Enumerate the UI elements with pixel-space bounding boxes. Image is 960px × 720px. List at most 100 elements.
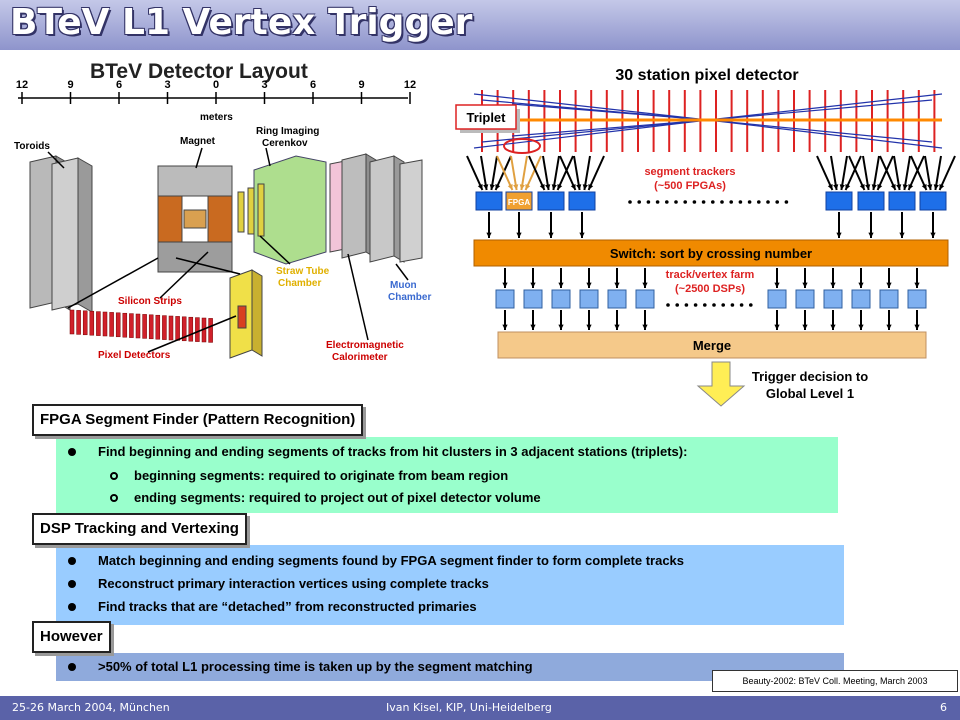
fpga-input-arrow — [924, 155, 932, 191]
ellipsis-dot — [692, 200, 697, 204]
list-item: Find tracks that are “detached” from rec… — [68, 599, 477, 614]
track-line — [473, 119, 709, 149]
fpga-output-arrow-head — [516, 232, 522, 238]
fpga-input-arrow-head — [551, 184, 557, 190]
silicon-strip — [76, 310, 81, 335]
dsp-input-arrow-head — [830, 282, 836, 288]
dsp-ellipsis — [666, 303, 753, 307]
trigger-architecture-diagram: 30 station pixel detector Triplet FPGA s… — [455, 67, 956, 407]
citation-box: Beauty-2002: BTeV Coll. Meeting, March 2… — [712, 670, 958, 692]
fpga-input-arrow-head — [921, 184, 927, 190]
fpga-input-arrow — [876, 155, 894, 191]
dsp-output-arrow-head — [914, 324, 920, 330]
track-line — [511, 103, 709, 121]
dsp-output-arrow-head — [802, 324, 808, 330]
track-line — [707, 93, 943, 121]
dsp-input-arrow-head — [530, 282, 536, 288]
silicon-strip — [188, 316, 194, 342]
fpga-input-arrow-head — [519, 184, 525, 190]
fpga-input-arrow — [556, 155, 574, 191]
silicon-strip — [102, 311, 108, 337]
fpga-input-arrow — [830, 155, 838, 191]
page-number: 6 — [940, 701, 947, 714]
silicon-strip — [109, 312, 114, 337]
fpga-output-arrow-head — [899, 232, 905, 238]
fpga-input-arrow-head — [933, 184, 939, 190]
dsp-input-arrow-head — [642, 282, 648, 288]
fpga-input-arrow — [862, 155, 870, 191]
fpga-input-arrow-head — [859, 184, 865, 190]
ellipsis-dot — [720, 200, 724, 204]
ellipsis-dot — [665, 200, 669, 204]
ellipsis-dot — [738, 200, 743, 204]
scale-tick-label: 6 — [116, 79, 122, 91]
bullet-icon — [68, 602, 76, 611]
segment-trackers-label-1: segment trackers — [644, 166, 735, 178]
ellipsis-dot — [747, 200, 752, 204]
fpga-input-arrow-head — [513, 184, 519, 190]
bullet-icon — [68, 556, 76, 565]
dsp-box — [823, 289, 843, 309]
silicon-strip — [89, 310, 95, 336]
fpga-input-arrow — [934, 155, 942, 191]
pixel-label: Pixel Detectors — [98, 350, 171, 361]
fpga-input-arrow — [893, 155, 901, 191]
scale-tick-label: 9 — [67, 79, 73, 91]
ellipsis-dot — [784, 200, 789, 204]
scale-tick-label: 9 — [358, 79, 364, 91]
scale-tick-label: 3 — [164, 79, 170, 91]
scale-tick-label: 0 — [213, 79, 219, 91]
ellipsis-dot — [693, 303, 698, 307]
fpga-input-arrow — [816, 155, 834, 191]
ellipsis-dot — [766, 200, 770, 204]
magnet-drawing — [157, 165, 233, 273]
detector-layout-title: BTeV Detector Layout — [90, 60, 308, 83]
dsp-output-arrow-head — [586, 324, 592, 330]
ellipsis-dot — [675, 303, 679, 307]
footer-date: 25-26 March 2004, München — [12, 701, 170, 714]
fpga-input-arrow-head — [845, 184, 851, 190]
fpga-input-arrow — [872, 155, 880, 191]
dsp-box — [767, 289, 787, 309]
fpga-input-arrow — [910, 155, 928, 191]
decision-label-2: Global Level 1 — [766, 386, 854, 401]
fpga-input-arrow-head — [582, 184, 588, 190]
fpga-output-arrow-head — [579, 232, 585, 238]
fpga-input-arrow-head — [489, 184, 495, 190]
fpga-input-arrow — [510, 155, 518, 191]
muon-label-1: Muon — [390, 280, 417, 291]
fpga-input-arrow-head — [495, 184, 501, 190]
fpga-input-arrow — [494, 155, 512, 191]
rich-drawing — [253, 155, 327, 265]
dsp-output-arrow-head — [614, 324, 620, 330]
fpga-input-arrow — [907, 155, 925, 191]
triplet-label-box: Triplet — [455, 104, 520, 133]
dsp-output-arrow-head — [558, 324, 564, 330]
fpga-chip-label: FPGA — [508, 198, 530, 207]
fpga-input-arrow-head — [890, 184, 896, 190]
dsp-input-arrow-head — [858, 282, 864, 288]
fpga-input-arrow-head — [833, 184, 839, 190]
fpga-input-arrow-head — [927, 184, 933, 190]
fpga-input-arrow — [542, 155, 550, 191]
ellipsis-dot — [666, 303, 670, 307]
silicon-strip — [162, 315, 167, 340]
fpga-input-arrow — [840, 155, 848, 191]
fpga-input-arrow-head — [877, 184, 883, 190]
farm-label-1: track/vertex farm — [666, 269, 755, 281]
fpga-input-arrow — [844, 155, 862, 191]
dsp-input-arrow-head — [774, 282, 780, 288]
fpga-input-arrow-head — [896, 184, 902, 190]
emcal-label-2: Calorimeter — [332, 352, 388, 363]
track-line — [511, 119, 709, 137]
silicon-strip — [175, 316, 180, 341]
ellipsis-dot — [757, 200, 761, 204]
track-line — [707, 119, 933, 143]
dsp-output-arrow-head — [530, 324, 536, 330]
scale-tick-label: 6 — [310, 79, 316, 91]
dsp-input-arrow-head — [886, 282, 892, 288]
bullet-icon — [68, 447, 76, 456]
fpga-input-arrow — [583, 155, 591, 191]
silicon-strip — [69, 309, 75, 335]
